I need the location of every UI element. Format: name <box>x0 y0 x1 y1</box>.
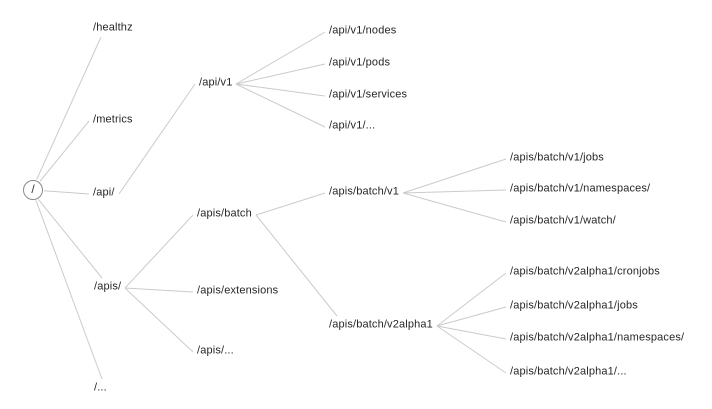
tree-edge-apis-to-apis-batch <box>124 214 194 289</box>
tree-node-api-v1: /api/v1 <box>199 76 233 89</box>
tree-edge-batch-v2alpha1-to-batch-v2alpha1-jobs <box>436 306 507 327</box>
tree-node-apis-more: /apis/... <box>197 344 234 357</box>
tree-edge-batch-v2alpha1-to-batch-v2alpha1-cronjobs <box>436 272 507 327</box>
tree-node-batch-v1-watch: /apis/batch/v1/watch/ <box>510 214 616 227</box>
tree-edge-root-to-apis <box>38 199 103 279</box>
tree-node-metrics: /metrics <box>93 113 133 126</box>
tree-node-api-v1-services: /api/v1/services <box>329 88 408 101</box>
tree-node-api-v1-pods: /api/v1/pods <box>329 56 391 69</box>
tree-node-apis-extensions: /apis/extensions <box>197 284 279 297</box>
tree-node-apis-batch: /apis/batch <box>197 207 252 220</box>
tree-edge-batch-v2alpha1-to-batch-v2alpha1-more <box>436 325 507 374</box>
tree-node-healthz: /healthz <box>93 21 133 34</box>
tree-edge-api-v1-to-api-v1-more <box>235 83 326 128</box>
tree-node-api-v1-more: /api/v1/... <box>329 119 376 132</box>
tree-node-batch-v2alpha1-namespaces: /apis/batch/v2alpha1/namespaces/ <box>510 331 685 344</box>
tree-node-batch-v2alpha1-jobs: /apis/batch/v2alpha1/jobs <box>510 299 638 312</box>
tree-node-api: /api/ <box>93 186 115 199</box>
tree-node-batch-v1-namespaces: /apis/batch/v1/namespaces/ <box>510 182 651 195</box>
tree-edge-api-to-api-v1 <box>118 83 196 195</box>
tree-edge-apis-batch-to-batch-v2alpha1 <box>255 214 338 317</box>
tree-edge-root-to-metrics <box>39 120 90 182</box>
tree-node-batch-v2alpha1-cronjobs: /apis/batch/v2alpha1/cronjobs <box>510 265 660 278</box>
root-node-label: / <box>31 182 35 196</box>
tree-edge-root-to-root-more <box>35 200 103 380</box>
tree-edge-batch-v1-to-batch-v1-jobs <box>402 158 507 194</box>
tree-edge-batch-v2alpha1-to-batch-v2alpha1-namespaces <box>436 325 507 340</box>
tree-node-batch-v2alpha1-more: /apis/batch/v2alpha1/... <box>510 365 627 378</box>
tree-node-batch-v2alpha1: /apis/batch/v2alpha1 <box>329 318 433 331</box>
tree-node-apis: /apis/ <box>94 280 122 293</box>
tree-edge-apis-batch-to-batch-v1 <box>255 192 326 216</box>
tree-edge-batch-v1-to-batch-v1-namespaces <box>402 189 507 194</box>
tree-edge-api-v1-to-api-v1-pods <box>235 63 326 85</box>
tree-edge-apis-to-apis-extensions <box>124 287 194 293</box>
tree-node-root-more: /... <box>94 381 107 394</box>
root-node: / <box>23 180 43 200</box>
tree-edge-apis-to-apis-more <box>124 287 194 353</box>
tree-edge-batch-v1-to-batch-v1-watch <box>402 192 507 223</box>
tree-edge-api-v1-to-api-v1-services <box>235 83 326 97</box>
tree-edge-root-to-api <box>43 190 90 195</box>
tree-edge-root-to-healthz <box>36 36 102 180</box>
tree-node-batch-v1-jobs: /apis/batch/v1/jobs <box>510 151 604 164</box>
tree-node-batch-v1: /apis/batch/v1 <box>329 185 399 198</box>
tree-edge-api-v1-to-api-v1-nodes <box>235 31 326 85</box>
tree-node-api-v1-nodes: /api/v1/nodes <box>329 24 397 37</box>
